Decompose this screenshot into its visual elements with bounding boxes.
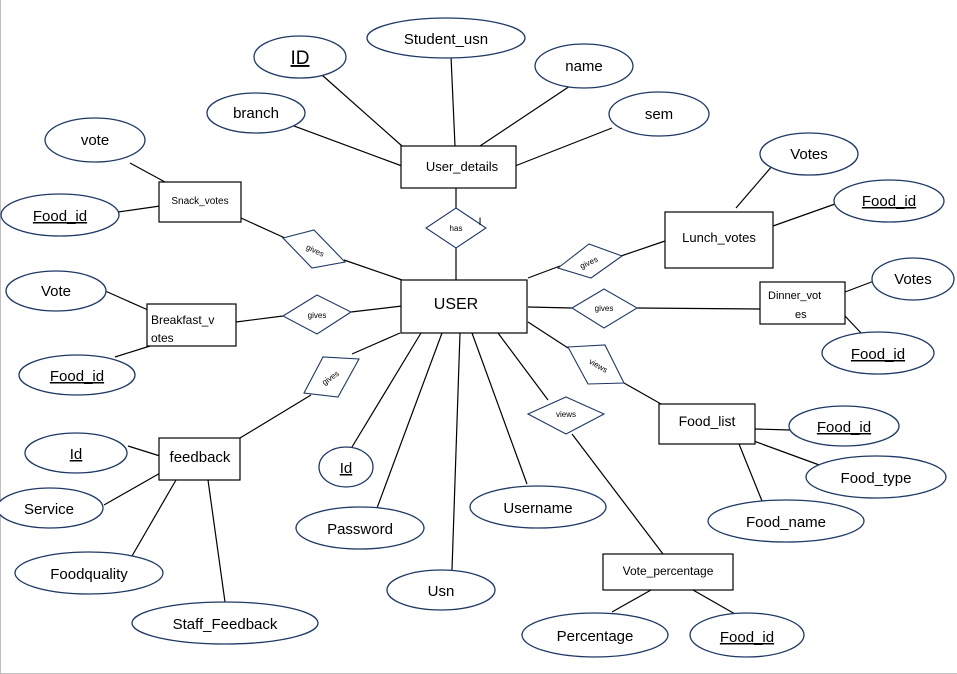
attribute-label: Food_id bbox=[862, 193, 916, 210]
entity-label: feedback bbox=[170, 449, 231, 466]
attribute-label: Usn bbox=[428, 583, 455, 600]
relationship-has: has bbox=[425, 207, 487, 249]
attribute-ud-branch: branch bbox=[206, 92, 306, 134]
attribute-label: Id bbox=[340, 460, 353, 477]
entity-label-line-1: Dinner_vot bbox=[768, 290, 821, 302]
attribute-user-usn: Usn bbox=[386, 569, 496, 611]
attribute-dinner-food-id: Food_id bbox=[821, 331, 935, 375]
attribute-breakfast-food-id: Food_id bbox=[18, 354, 136, 396]
entity-label: Vote_percentage bbox=[623, 564, 714, 578]
attribute-label: Foodquality bbox=[50, 566, 128, 583]
attribute-label: Food_id bbox=[33, 208, 87, 225]
entity-user-details: User_details bbox=[400, 145, 517, 189]
relationship-mark: I bbox=[478, 216, 481, 228]
attribute-feedback-id: Id bbox=[24, 432, 128, 474]
entity-label: Food_list bbox=[679, 413, 736, 429]
entity-snack-votes: Snack_votes bbox=[158, 181, 242, 223]
attribute-vp-food-id: Food_id bbox=[689, 612, 805, 658]
relationship-views-vote-percentage: views bbox=[526, 396, 606, 435]
attribute-feedback-service: Service bbox=[0, 487, 104, 529]
attribute-label: Vote bbox=[41, 283, 71, 300]
relationship-label: gives bbox=[308, 311, 327, 320]
attribute-feedback-foodquality: Foodquality bbox=[14, 551, 164, 595]
relationship-label: has bbox=[450, 224, 463, 233]
attribute-feedback-staff: Staff_Feedback bbox=[131, 601, 319, 645]
attribute-snack-vote: vote bbox=[44, 117, 146, 163]
attribute-label: Percentage bbox=[557, 628, 634, 645]
attribute-label: sem bbox=[645, 106, 673, 123]
attribute-fl-food-id: Food_id bbox=[788, 405, 900, 447]
entity-label: Snack_votes bbox=[171, 196, 228, 207]
relationship-gives-dinner: gives bbox=[570, 288, 639, 329]
entity-user: USER bbox=[400, 279, 528, 334]
relationship-gives-feedback: gives bbox=[303, 356, 360, 398]
entity-label-line-2: es bbox=[795, 309, 807, 321]
attribute-label: Votes bbox=[790, 146, 828, 163]
attribute-label: Username bbox=[503, 500, 572, 517]
entity-label-line-2: otes bbox=[151, 331, 174, 345]
attribute-ud-student-usn: Student_usn bbox=[366, 17, 526, 59]
attribute-label: Food_id bbox=[851, 346, 905, 363]
entity-vote-percentage: Vote_percentage bbox=[602, 553, 734, 591]
relationship-views-food-list: views bbox=[567, 344, 625, 385]
attribute-label: name bbox=[565, 58, 603, 75]
attribute-label: branch bbox=[233, 105, 279, 122]
relationship-label: views bbox=[556, 410, 576, 419]
entity-feedback: feedback bbox=[158, 437, 241, 481]
attribute-ud-id: ID bbox=[253, 35, 347, 79]
entity-label: Lunch_votes bbox=[682, 230, 756, 245]
attribute-label: Food_id bbox=[720, 629, 774, 646]
entity-food-list: Food_list bbox=[658, 403, 756, 445]
attribute-ud-sem: sem bbox=[608, 91, 710, 137]
attribute-label: Votes bbox=[894, 271, 932, 288]
attribute-label: Food_type bbox=[841, 470, 912, 487]
attribute-lunch-food-id: Food_id bbox=[833, 179, 945, 223]
entity-label: USER bbox=[434, 296, 478, 313]
attribute-user-password: Password bbox=[295, 506, 425, 550]
entity-label: User_details bbox=[426, 159, 499, 174]
attribute-label: Id bbox=[70, 446, 83, 463]
relationship-gives-lunch: gives bbox=[556, 243, 624, 279]
attribute-fl-food-name: Food_name bbox=[707, 499, 865, 543]
entity-breakfast-votes: Breakfast_v otes bbox=[146, 303, 237, 347]
attribute-user-username: Username bbox=[469, 485, 607, 529]
attribute-lunch-votes: Votes bbox=[759, 132, 859, 176]
attribute-label: Service bbox=[24, 501, 74, 518]
attribute-label: ID bbox=[291, 48, 310, 69]
attribute-snack-food-id: Food_id bbox=[0, 193, 120, 237]
attribute-label: Food_name bbox=[746, 514, 826, 531]
attribute-label: Staff_Feedback bbox=[173, 616, 278, 633]
attribute-label: vote bbox=[81, 132, 109, 149]
relationship-label: gives bbox=[595, 304, 614, 313]
entity-dinner-votes: Dinner_vot es bbox=[759, 281, 846, 325]
attribute-ud-name: name bbox=[534, 43, 634, 89]
attribute-label: Password bbox=[327, 521, 393, 538]
attribute-dinner-votes: Votes bbox=[871, 257, 955, 301]
relationship-gives-snack: gives bbox=[281, 229, 347, 269]
attribute-vp-percentage: Percentage bbox=[521, 612, 669, 658]
attribute-label: Food_id bbox=[817, 419, 871, 436]
entity-label-line-1: Breakfast_v bbox=[151, 313, 214, 327]
relationship-gives-breakfast: gives bbox=[281, 294, 353, 335]
attribute-label: Student_usn bbox=[404, 31, 488, 48]
entity-lunch-votes: Lunch_votes bbox=[664, 211, 774, 269]
attribute-fl-food-type: Food_type bbox=[805, 455, 947, 499]
attribute-breakfast-vote: Vote bbox=[5, 270, 107, 312]
connector-lines bbox=[102, 55, 883, 615]
attribute-label: Food_id bbox=[50, 368, 104, 385]
attribute-user-id: Id bbox=[318, 446, 374, 488]
